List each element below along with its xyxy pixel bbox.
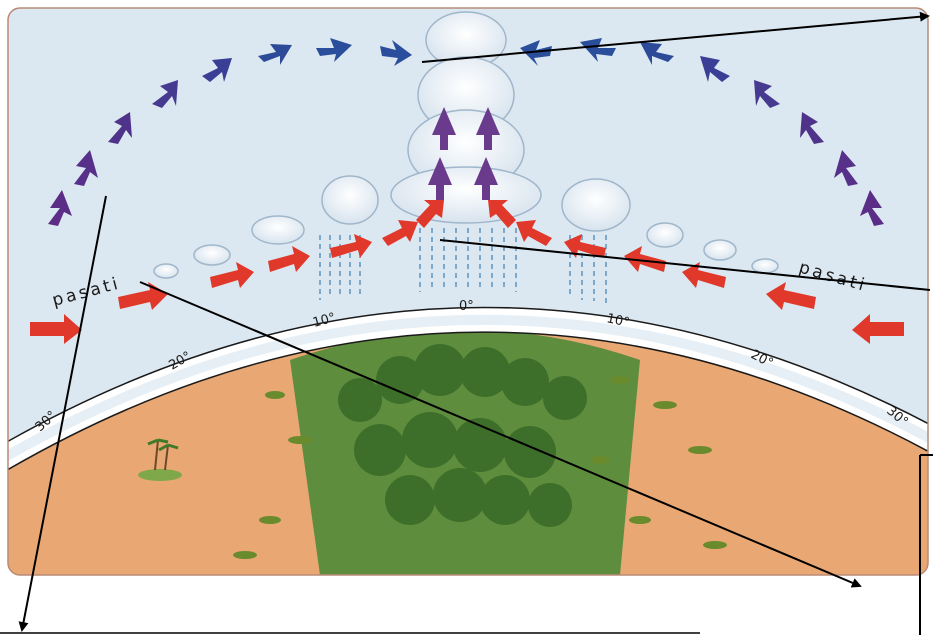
latitude-equator: 0° xyxy=(459,299,474,314)
illustration-panel: 30° 20° 10° 0° 10° 20° 30° pasati pasati xyxy=(0,8,933,635)
